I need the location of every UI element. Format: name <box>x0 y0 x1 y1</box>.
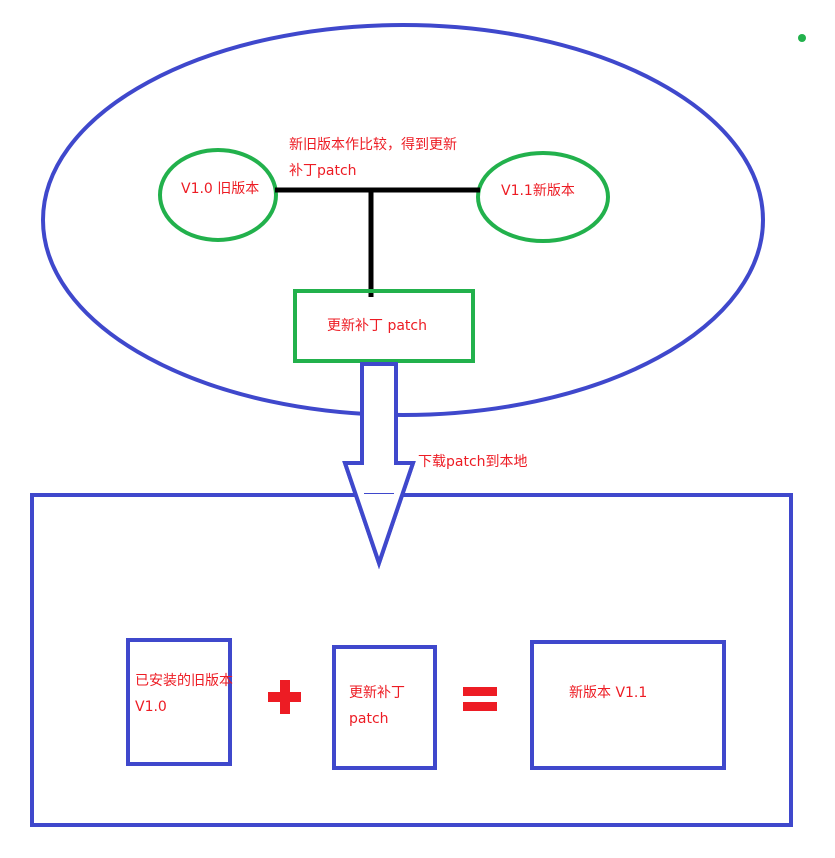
result-version-box <box>530 640 726 770</box>
old-version-label: V1.0 旧版本 <box>181 181 260 197</box>
plus-icon <box>268 680 301 714</box>
compare-label-line1: 新旧版本作比较，得到更新 <box>289 137 457 153</box>
patch-box <box>293 289 475 363</box>
server-ellipse <box>41 23 765 417</box>
local-patch-label-line1: 更新补丁 <box>349 685 405 701</box>
download-label: 下载patch到本地 <box>418 454 528 470</box>
green-dot <box>798 34 806 42</box>
installed-label-line1: 已安装的旧版本 <box>135 673 233 689</box>
download-arrow-head <box>342 461 416 570</box>
new-version-label: V1.1新版本 <box>501 183 575 199</box>
old-version-node <box>158 148 278 242</box>
new-version-node <box>476 151 610 243</box>
local-patch-label-line2: patch <box>349 711 389 727</box>
equals-icon <box>463 687 497 711</box>
download-arrow-overlay <box>347 465 411 559</box>
installed-label-line2: V1.0 <box>135 699 167 715</box>
client-box <box>30 493 793 827</box>
patch-box-label: 更新补丁 patch <box>327 318 427 334</box>
compare-label-line2: 补丁patch <box>289 163 357 179</box>
local-patch-box <box>332 645 437 770</box>
result-version-label: 新版本 V1.1 <box>569 685 648 701</box>
installed-version-box <box>126 638 232 766</box>
